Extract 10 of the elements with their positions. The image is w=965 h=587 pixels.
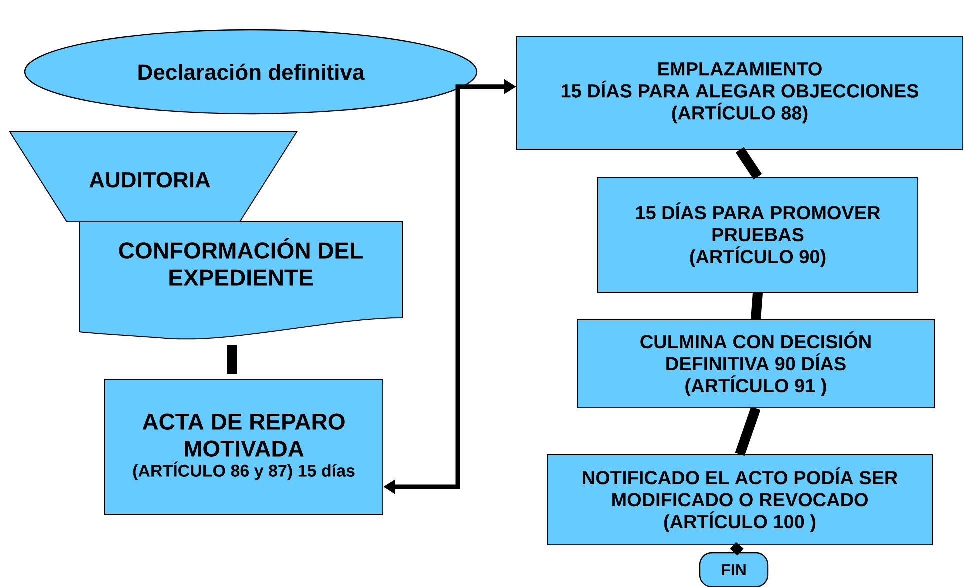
connector-bar — [227, 345, 237, 374]
process-box: EMPLAZAMIENTO 15 DÍAS PARA ALEGAR OBJECCIONES (ARTÍCULO 88) — [516, 36, 964, 150]
connector-bar — [735, 406, 761, 456]
connector-bar — [751, 292, 763, 320]
process-box: CULMINA CON DECISIÓN DEFINITIVA 90 DÍAS (ARTÍCULO 91 ) — [577, 320, 935, 408]
connector-bar — [736, 147, 762, 180]
process-box: 15 DÍAS PARA PROMOVER PRUEBAS (ARTÍCULO 90) — [598, 177, 918, 293]
process-box: ACTA DE REPARO MOTIVADA (ARTÍCULO 86 y 87) 15 días — [104, 379, 384, 515]
process-box: NOTIFICADO EL ACTO PODÍA SER MODIFICADO O REVOCADO (ARTÍCULO 100 ) — [547, 454, 933, 546]
connector-bar — [730, 542, 744, 556]
